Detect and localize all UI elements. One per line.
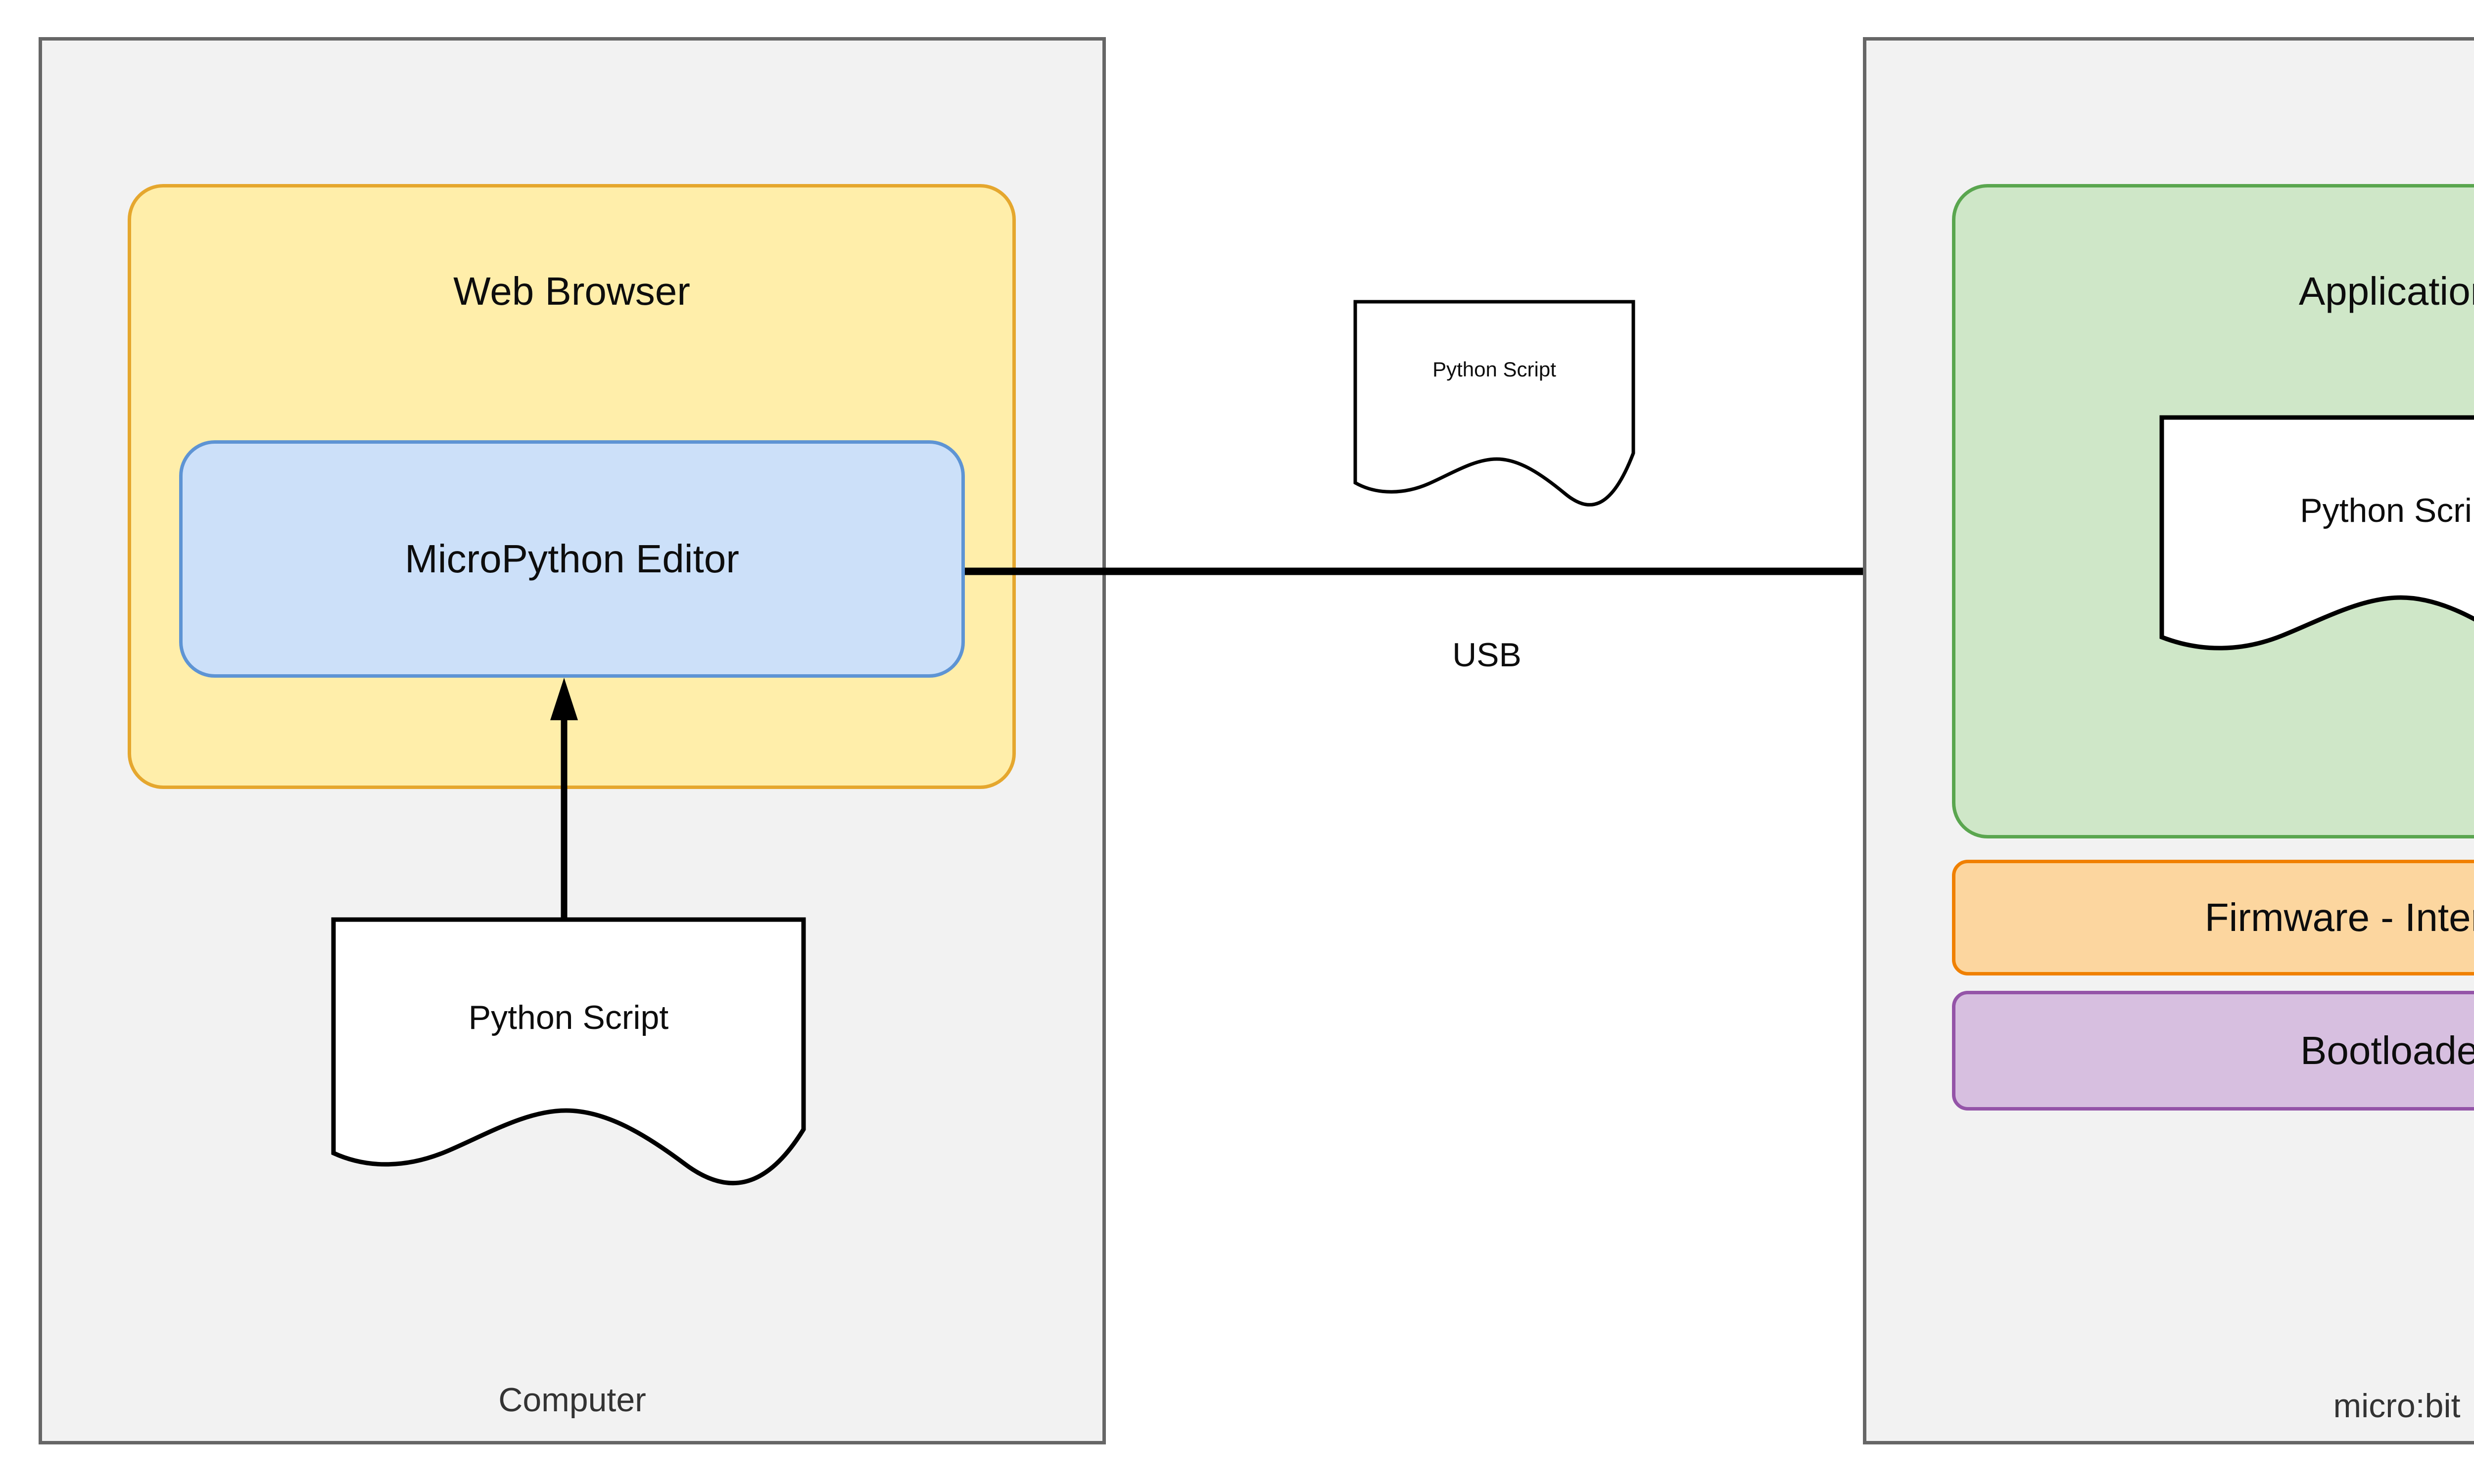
computer-python-script-label: Python Script [468,999,669,1036]
firmware-interpreter-label: Firmware - Interpreter [2204,895,2474,939]
usb-connection-label: USB [1452,636,1522,674]
connector-script-to-editor [549,678,579,920]
computer-container-label: Computer [498,1381,646,1419]
transfer-python-script-label: Python Script [1432,358,1556,381]
web-browser-title: Web Browser [453,269,690,313]
transfer-python-script-document: Python Script [1353,300,1635,512]
computer-python-script-document: Python Script [331,917,807,1194]
micropython-editor-label: MicroPython Editor [405,537,739,581]
bootloader-box: Bootloader [1952,991,2474,1111]
microbit-container-label: micro:bit [2333,1387,2461,1425]
microbit-python-script-label: Python Script [2300,492,2474,529]
micropython-editor-box[interactable]: MicroPython Editor [179,440,965,678]
application-title: Application [2298,269,2474,313]
bootloader-label: Bootloader [2300,1028,2474,1072]
firmware-interpreter-box: Firmware - Interpreter [1952,860,2474,975]
microbit-python-script-document: Python Script [2159,415,2474,674]
